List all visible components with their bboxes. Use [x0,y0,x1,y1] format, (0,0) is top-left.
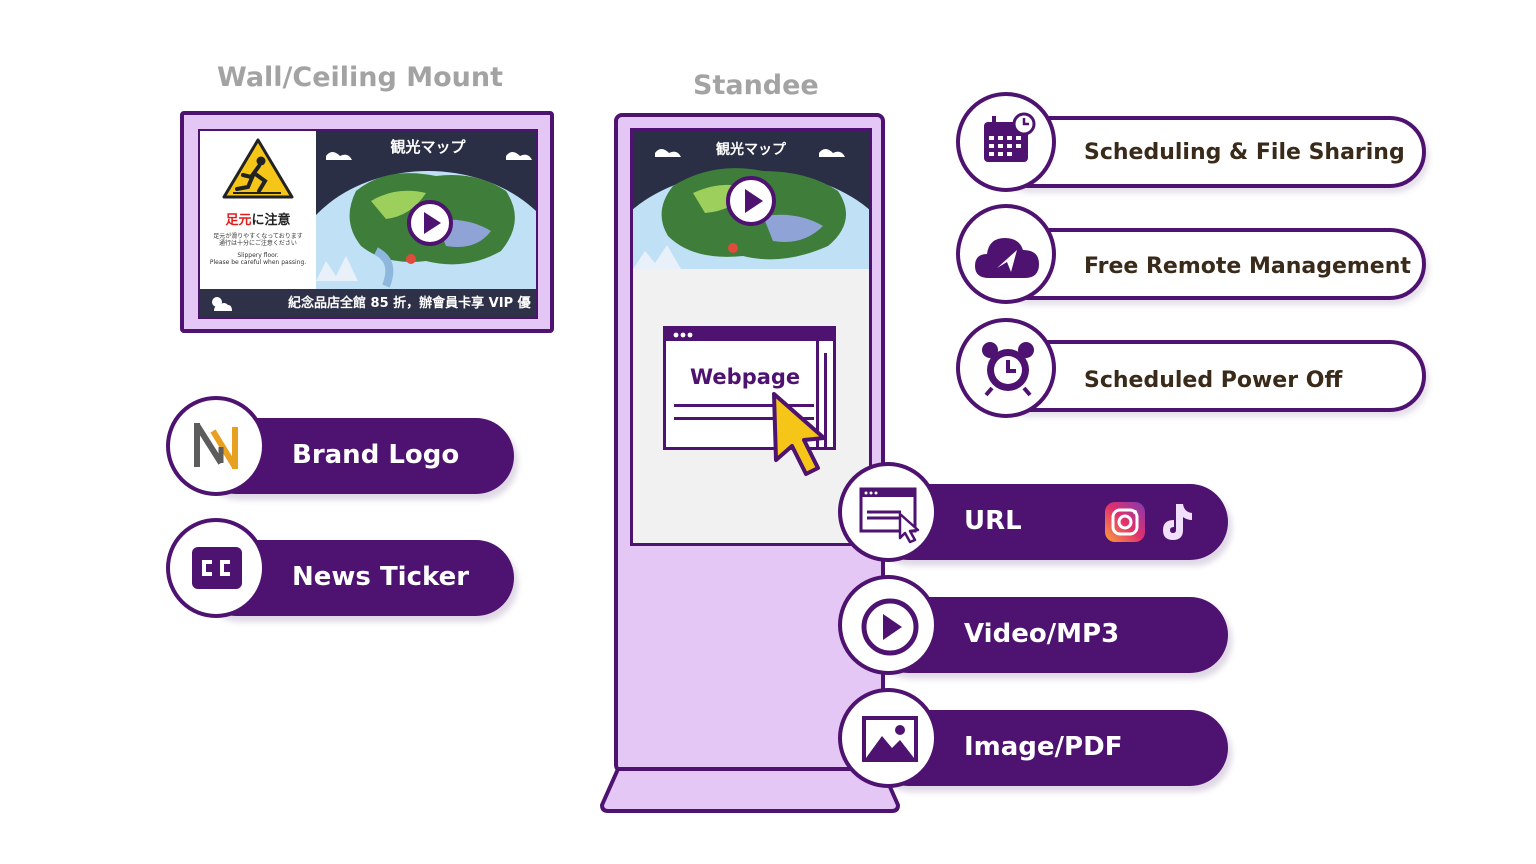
tourist-map: 観光マップ [316,131,536,291]
brand-logo-circle [166,396,266,496]
url-circle [838,462,938,562]
standee-tourist-map: 観光マップ [633,131,869,269]
ticker-text: 紀念品店全館 85 折，辦會員卡享 VIP 優 [288,296,531,311]
warning-text-en: Slippery floor. Please be careful when p… [209,252,307,266]
scheduling-pill[interactable]: Scheduling & File Sharing [992,116,1426,188]
map-title: 観光マップ [390,138,466,156]
remote-management-pill[interactable]: Free Remote Management [992,228,1426,300]
cloud-icon [975,238,1039,278]
brand-n-logo-icon [194,423,238,469]
url-label: URL [964,506,1022,536]
news-ticker-label: News Ticker [292,562,470,592]
power-off-pill[interactable]: Scheduled Power Off [992,340,1426,412]
map-title: 観光マップ [716,142,786,158]
play-icon[interactable] [725,175,777,227]
power-off-label: Scheduled Power Off [1084,368,1343,393]
window-title-bar [666,329,833,341]
warning-text-jp: 足元が滑りやすくなっております 通行は十分にご注意ください [213,233,303,247]
slippery-warning-panel: 足元に注意 足元が滑りやすくなっております 通行は十分にご注意ください Slip… [200,131,316,291]
scheduling-circle [956,92,1056,192]
standee-title: Standee [693,70,819,101]
warning-heading: 足元に注意 [225,213,291,228]
webpage-label: Webpage [690,365,801,389]
scheduling-label: Scheduling & File Sharing [1084,140,1405,165]
image-icon [862,716,918,762]
cc-icon [192,547,242,589]
wall-mount-screen: 足元に注意 足元が滑りやすくなっております 通行は十分にご注意ください Slip… [198,129,538,319]
brand-logo-label: Brand Logo [292,440,460,470]
remote-management-circle [956,204,1056,304]
video-circle [838,575,938,675]
warning-sign-icon [222,138,294,199]
power-off-circle [956,318,1056,418]
news-ticker-circle [166,518,266,618]
image-label: Image/PDF [964,732,1123,762]
alarm-clock-icon [982,342,1034,397]
cursor-arrow-icon [772,392,826,476]
tiktok-icon [1163,504,1192,540]
calendar-icon [984,112,1036,162]
wall-mount-display: 足元に注意 足元が滑りやすくなっております 通行は十分にご注意ください Slip… [180,111,554,333]
image-circle [838,688,938,788]
standee-base [600,767,900,813]
news-ticker-bar: 紀念品店全館 85 折，辦會員卡享 VIP 優 [200,289,536,317]
video-label: Video/MP3 [964,619,1120,649]
window-dots-icon [673,332,693,338]
browser-cursor-icon [859,487,920,544]
play-icon [861,598,919,656]
play-icon[interactable] [406,199,454,247]
instagram-icon [1105,502,1145,542]
weather-icon [212,297,232,311]
remote-management-label: Free Remote Management [1084,254,1411,279]
wall-mount-title: Wall/Ceiling Mount [217,62,504,93]
